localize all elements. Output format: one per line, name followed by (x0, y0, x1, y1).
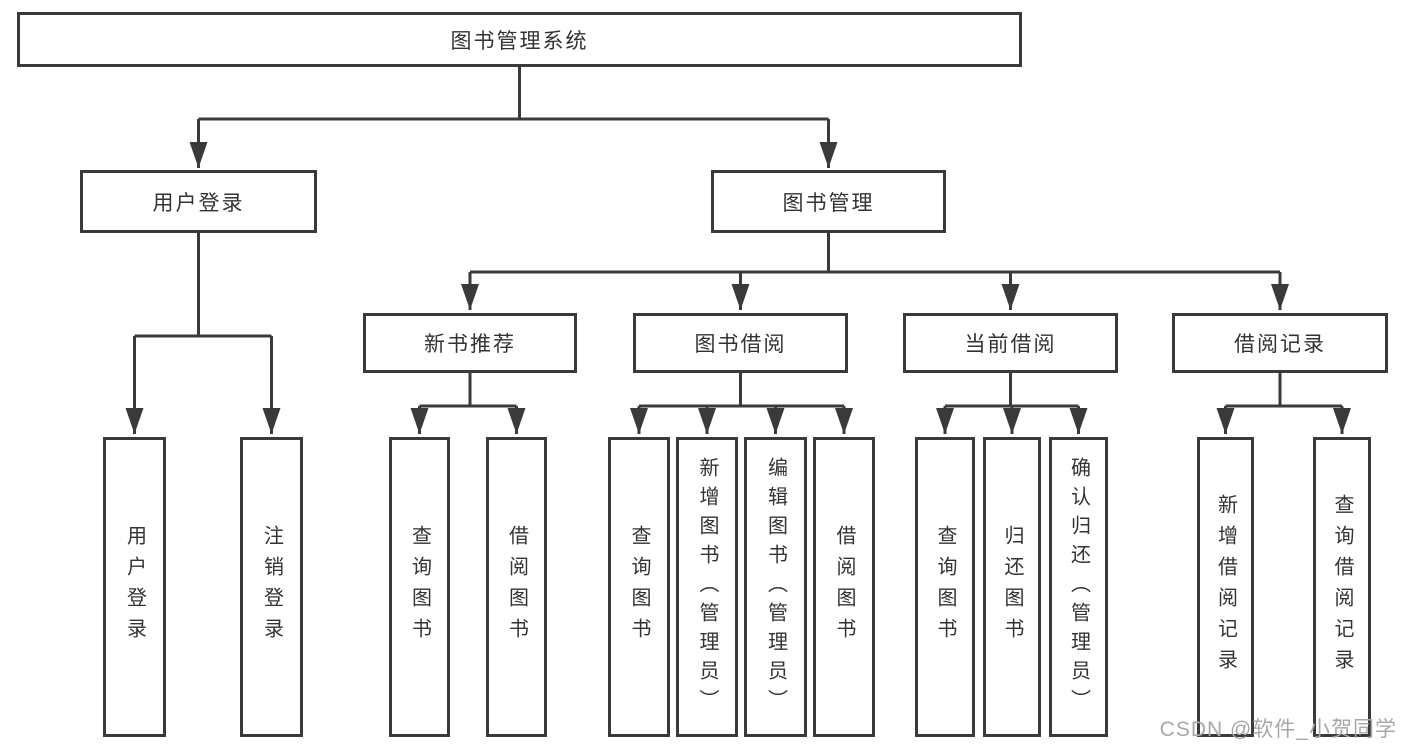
node-label: 当前借阅 (964, 333, 1057, 356)
leaf-add-books-admin: 新增图书（管理员） (676, 437, 738, 737)
node-label: 图书借阅 (694, 333, 787, 356)
leaf-label: 查询图书 (628, 525, 650, 649)
node-label: 图书管理 (782, 191, 875, 215)
leaf-label: 借阅图书 (505, 525, 528, 649)
leaf-label: 归还图书 (1001, 525, 1023, 649)
leaf-label: 确认归还（管理员） (1067, 456, 1090, 718)
leaf-return-books: 归还图书 (983, 437, 1041, 737)
node-user-login: 用户登录 (80, 170, 317, 233)
node-label: 新书推荐 (424, 333, 516, 356)
node-label: 用户登录 (152, 191, 245, 215)
leaf-label: 用户登录 (123, 525, 146, 649)
node-current-borrowing: 当前借阅 (903, 313, 1118, 373)
leaf-user-login: 用户登录 (103, 437, 166, 737)
leaf-query-borrow-record: 查询借阅记录 (1313, 437, 1371, 737)
node-book-management: 图书管理 (711, 170, 946, 233)
leaf-label: 查询借阅记录 (1331, 494, 1353, 680)
leaf-logout: 注销登录 (240, 437, 303, 737)
leaf-label: 编辑图书（管理员） (764, 456, 787, 718)
leaf-edit-books-admin: 编辑图书（管理员） (744, 437, 807, 737)
node-label: 借阅记录 (1234, 333, 1326, 356)
leaf-confirm-return-admin: 确认归还（管理员） (1049, 437, 1108, 737)
node-book-borrowing: 图书借阅 (633, 313, 848, 373)
leaf-query-books: 查询图书 (389, 437, 450, 737)
node-borrowing-records: 借阅记录 (1172, 313, 1388, 373)
leaf-label: 查询图书 (934, 525, 956, 649)
leaf-label: 查询图书 (408, 525, 431, 649)
leaf-label: 借阅图书 (833, 525, 855, 649)
leaf-borrow-books: 借阅图书 (486, 437, 547, 737)
leaf-query-books-3: 查询图书 (915, 437, 975, 737)
leaf-query-books-2: 查询图书 (608, 437, 670, 737)
leaf-label: 注销登录 (260, 525, 283, 649)
watermark: CSDN @软件_小贺同学 (1159, 718, 1397, 741)
leaf-label: 新增借阅记录 (1214, 494, 1237, 680)
node-library-management-system: 图书管理系统 (17, 12, 1022, 67)
node-label: 图书管理系统 (450, 29, 589, 53)
leaf-add-borrow-record: 新增借阅记录 (1197, 437, 1254, 737)
node-new-book-recommendation: 新书推荐 (363, 313, 577, 373)
leaf-borrow-books-2: 借阅图书 (813, 437, 875, 737)
leaf-label: 新增图书（管理员） (696, 456, 718, 718)
